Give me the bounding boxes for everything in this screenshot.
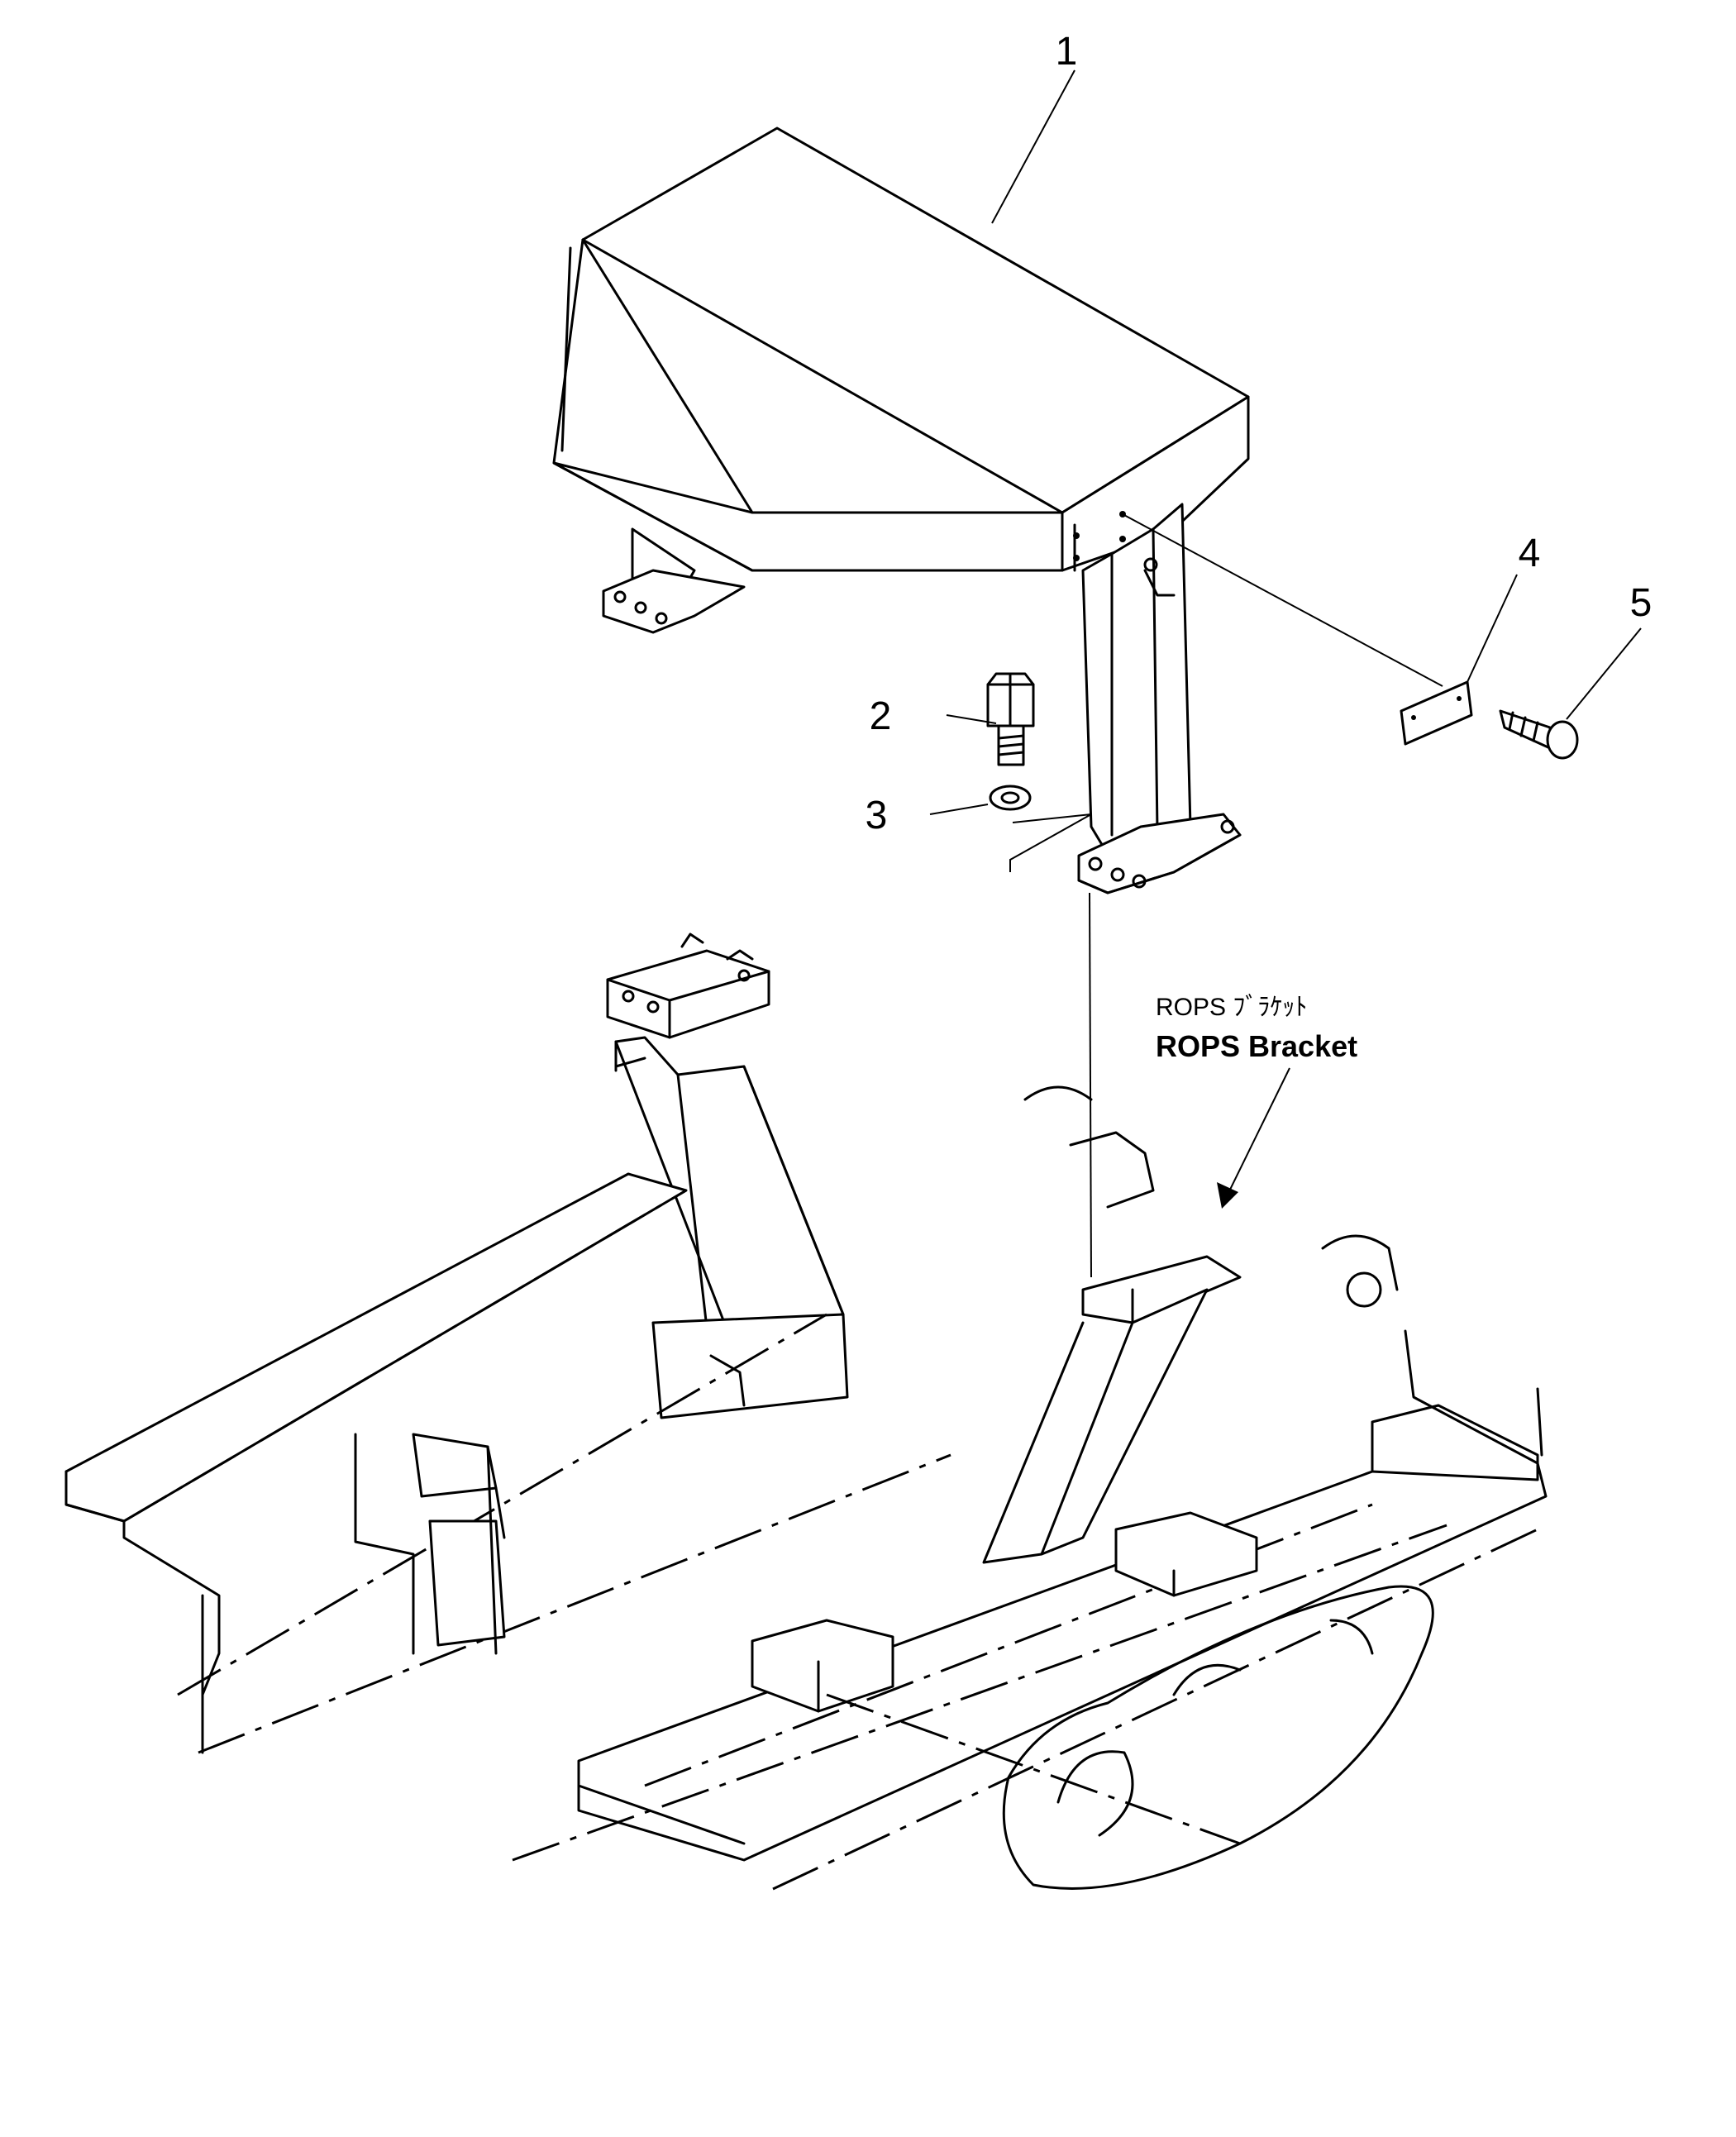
bolt: [986, 672, 1035, 766]
callout-2: 2: [870, 694, 892, 738]
bracket-arrow: [1217, 1067, 1290, 1209]
rivet: [1499, 709, 1579, 760]
bracket-label-en: ROPS Bracket: [1156, 1029, 1357, 1063]
callout-3: 3: [866, 794, 888, 837]
plate: [1400, 680, 1473, 746]
callout-leaders: [929, 69, 1642, 815]
rops-canopy: [552, 126, 1250, 572]
washer: [989, 785, 1032, 811]
rops-left-leg: [602, 527, 746, 634]
callout-4: 4: [1519, 532, 1541, 575]
plate-guide-line: [1122, 513, 1443, 687]
bracket-label-jp: ROPS ﾌﾞﾗｹｯﾄ: [1156, 994, 1307, 1021]
callout-5: 5: [1630, 581, 1653, 625]
callout-1: 1: [1056, 30, 1078, 74]
rops-right-leg: [1077, 503, 1242, 894]
mounting-guide-line: [1089, 892, 1092, 1278]
machine-frame: [64, 933, 1548, 1891]
